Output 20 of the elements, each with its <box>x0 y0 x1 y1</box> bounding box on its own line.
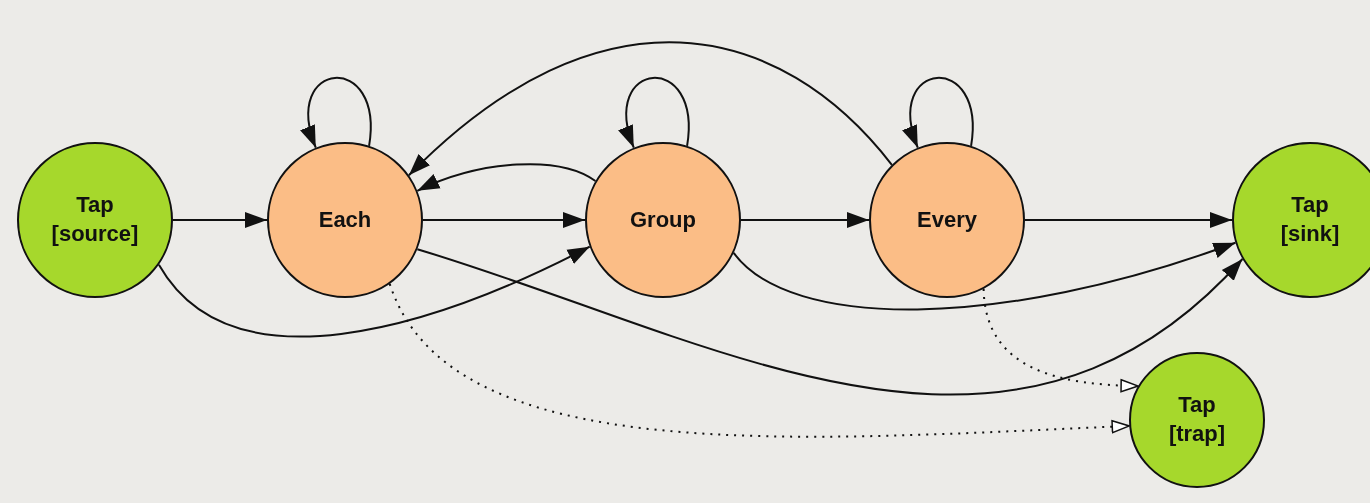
arrow <box>1024 212 1233 228</box>
node-label: Each <box>318 205 372 234</box>
arrow <box>982 287 1140 393</box>
arrow <box>422 212 586 228</box>
node-label: Every <box>917 205 977 234</box>
arrow <box>301 76 372 149</box>
arrow <box>740 212 870 228</box>
node-label: Tap [sink] <box>1279 191 1341 248</box>
arrow <box>619 76 690 149</box>
arrow <box>407 41 893 177</box>
arrow <box>416 248 1244 395</box>
node-label: Group <box>630 205 696 234</box>
node-label: Tap [source] <box>50 191 140 248</box>
arrow <box>732 241 1237 311</box>
arrow <box>172 212 268 228</box>
arrow <box>388 282 1131 438</box>
arrow <box>157 245 591 338</box>
arrow <box>903 76 974 149</box>
node-label: Tap [trap] <box>1167 391 1227 448</box>
arrow <box>416 163 597 192</box>
